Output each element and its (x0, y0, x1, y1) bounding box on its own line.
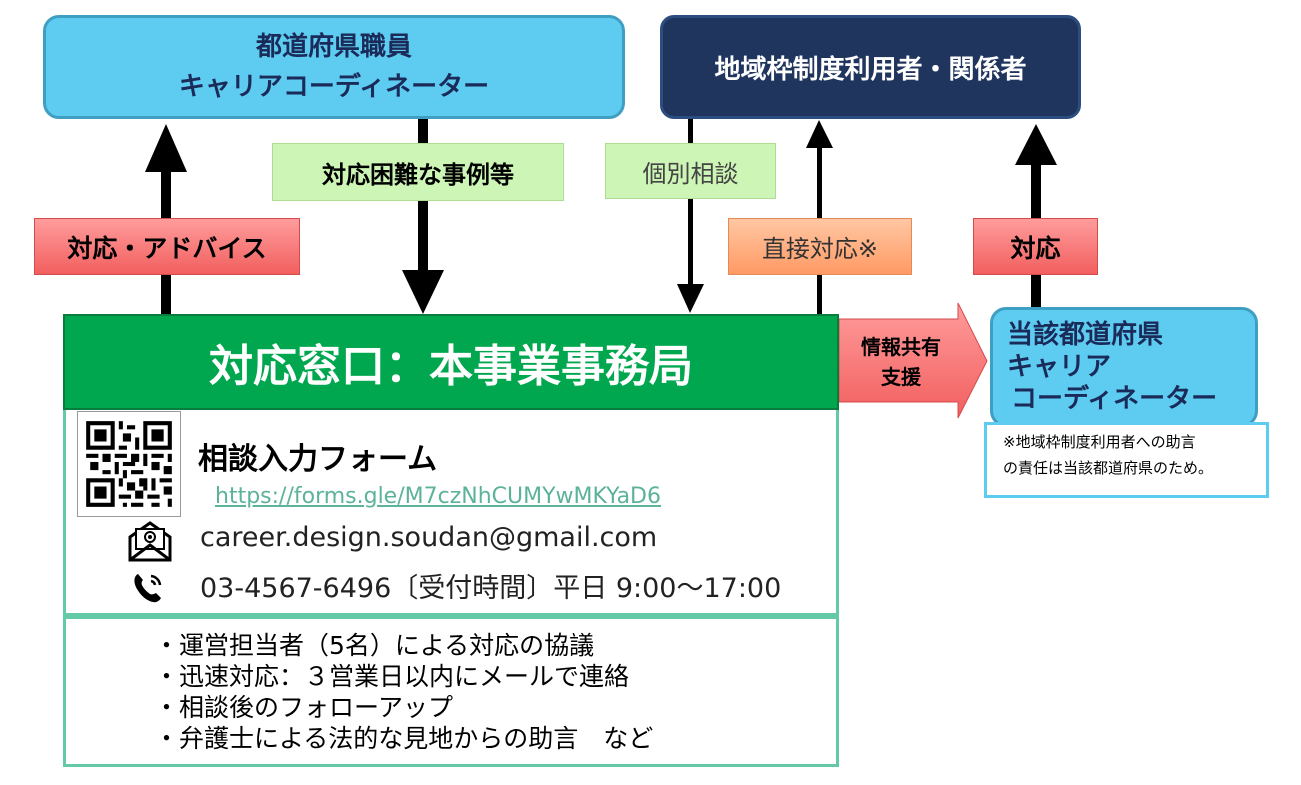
footnote-line1: ※地域枠制度利用者への助言 (1003, 433, 1196, 451)
advice-label: 対応・アドバイス (34, 218, 300, 275)
prefecture-staff-line2: キャリアコーディネーター (178, 72, 490, 102)
service-desk-title: 対応窓口：本事業事務局 (63, 314, 839, 410)
local-coordinator-box: 当該都道府県 キャリア コーディネーター (990, 307, 1258, 427)
arrow-respond-head (1015, 124, 1057, 165)
note-item: ・弁護士による法的な見地からの助言 など (154, 724, 654, 753)
phone-info: 03-4567-6496〔受付時間〕平日 9:00～17:00 (200, 573, 782, 604)
qr-code-icon (77, 411, 181, 517)
prefecture-staff-box: 都道府県職員 キャリアコーディネーター (43, 15, 625, 119)
direct-response-label: 直接対応※ (728, 218, 912, 275)
service-notes: ・運営担当者（5名）による対応の協議 ・迅速対応：３営業日以内にメールで連絡 ・… (63, 616, 839, 767)
email-address: career.design.soudan@gmail.com (200, 522, 658, 553)
arrow-cases-head (402, 270, 444, 314)
note-item: ・相談後のフォローアップ (154, 693, 454, 722)
note-item: ・運営担当者（5名）による対応の協議 (154, 631, 595, 660)
info-share-line2: 支援 (881, 365, 921, 389)
form-title: 相談入力フォーム (198, 442, 438, 477)
info-share-text: 情報共有 支援 (842, 327, 960, 397)
users-box: 地域枠制度利用者・関係者 (660, 15, 1081, 119)
phone-icon (130, 570, 166, 606)
local-coordinator-line2: キャリア (1007, 352, 1112, 382)
info-share-line1: 情報共有 (861, 335, 941, 359)
info-share-arrow (838, 302, 988, 419)
arrow-direct-head (806, 120, 833, 148)
respond-label: 対応 (973, 218, 1098, 275)
form-url-link[interactable]: https://forms.gle/M7czNhCUMYwMKYaD6 (215, 484, 661, 509)
arrow-advice-head (145, 124, 187, 172)
note-item: ・迅速対応：３営業日以内にメールで連絡 (154, 662, 630, 691)
footnote-line2: の責任は当該都道府県のため。 (1003, 459, 1214, 477)
local-coordinator-line3: コーディネーター (1011, 384, 1218, 414)
local-coordinator-line1: 当該都道府県 (1007, 320, 1164, 350)
contact-box (63, 410, 839, 616)
arrow-individual-shaft (688, 119, 693, 286)
prefecture-staff-line1: 都道府県職員 (255, 32, 412, 62)
footnote-box: ※地域枠制度利用者への助言 の責任は当該都道府県のため。 (984, 422, 1269, 498)
difficult-cases-label: 対応困難な事例等 (272, 143, 564, 201)
arrow-individual-head (677, 284, 704, 313)
individual-consult-label: 個別相談 (605, 143, 776, 199)
mail-icon (127, 519, 173, 563)
